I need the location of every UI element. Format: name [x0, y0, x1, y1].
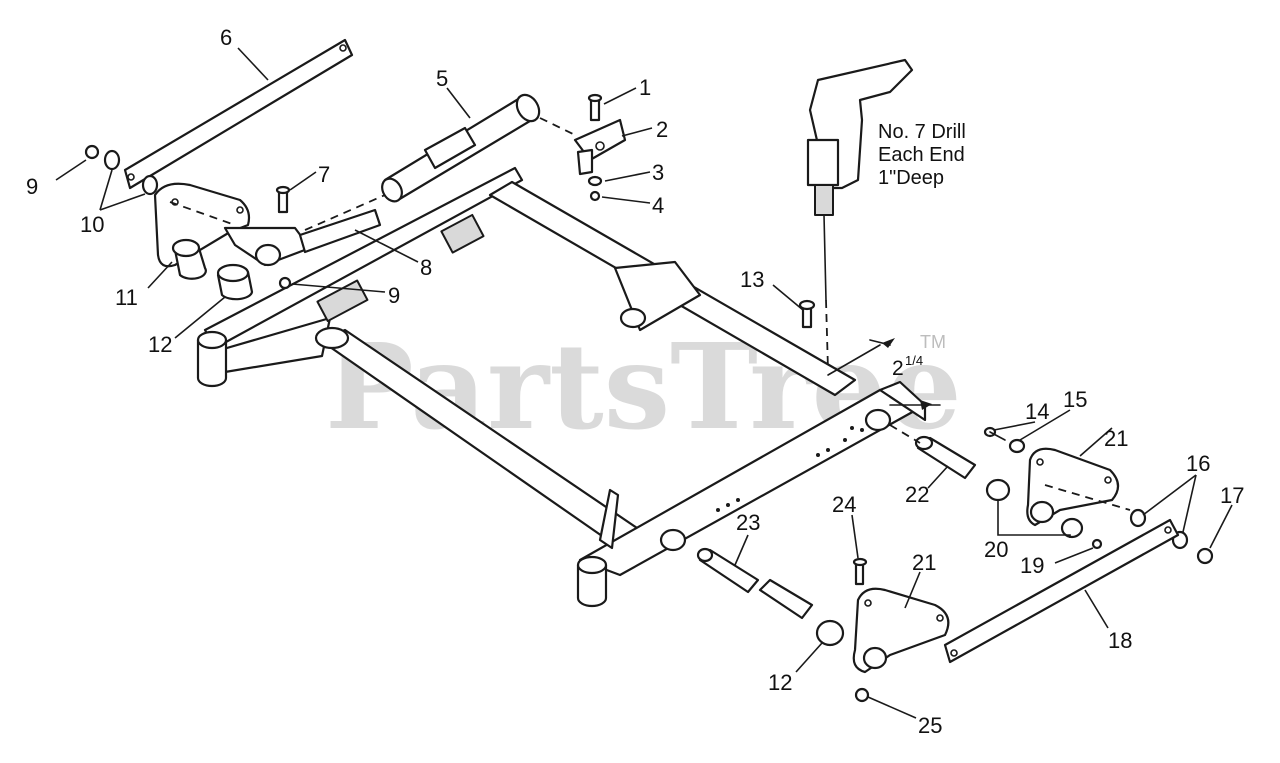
callout-2: 2 [656, 117, 668, 142]
part-20-bushing [985, 478, 1011, 502]
callout-18: 18 [1108, 628, 1132, 653]
callout-15: 15 [1063, 387, 1087, 412]
drill-note-line3: 1"Deep [878, 167, 944, 189]
callout-23: 23 [736, 510, 760, 535]
part-4-nut [589, 190, 601, 202]
callout-24: 24 [832, 492, 856, 517]
callout-5: 5 [436, 66, 448, 91]
callout-21-upper: 21 [1104, 426, 1128, 451]
drill-dash-line [825, 299, 829, 371]
callout-25: 25 [918, 713, 942, 738]
part-20-bushing-b [1060, 517, 1084, 539]
arm-extension [298, 208, 382, 254]
part-17-nut [1196, 547, 1214, 565]
callout-19: 19 [1020, 553, 1044, 578]
frame-front-post-top [196, 330, 228, 350]
drill-chuck [814, 184, 834, 216]
callout-20: 20 [984, 537, 1008, 562]
part-11-bracket-plate [153, 182, 251, 280]
part-21-plate-lower [852, 587, 950, 674]
callout-3: 3 [652, 160, 664, 185]
part-6-flat-bar [123, 38, 354, 190]
part-10-washer-b [141, 174, 159, 196]
watermark-trademark: TM [920, 332, 946, 352]
callout-21-lower: 21 [912, 550, 936, 575]
callout-17: 17 [1220, 483, 1244, 508]
drill-note-line1: No. 7 Drill [878, 121, 966, 143]
cylinder-dash-line [539, 117, 576, 136]
bracket-plate-body [153, 182, 251, 268]
callout-22: 22 [905, 482, 929, 507]
callout-12-lower: 12 [768, 670, 792, 695]
callout-8: 8 [420, 255, 432, 280]
leader-lines [55, 47, 1233, 719]
part-10-washer-a [103, 149, 121, 171]
callout-6: 6 [220, 25, 232, 50]
callout-9-upper: 9 [26, 174, 38, 199]
callout-10: 10 [80, 212, 104, 237]
frame-lower-tube-end [314, 326, 350, 350]
callout-labels: 6 5 1 2 3 4 7 8 9 9 10 11 12 13 14 15 21… [26, 25, 1244, 738]
frame-front-post [196, 338, 228, 388]
arm-dash-line [304, 194, 386, 231]
frame-hinge-bracket-upper [440, 213, 485, 254]
callout-16: 16 [1186, 451, 1210, 476]
frame-hole-pattern [716, 426, 864, 512]
part-3-washer [587, 175, 603, 187]
frame-right-bar-hole [864, 408, 892, 432]
frame-pivot-hole [659, 528, 687, 552]
part-8-arm [223, 208, 382, 267]
part-25-nut [854, 687, 870, 703]
part-9-nut-upper [84, 144, 100, 160]
callout-7: 7 [318, 162, 330, 187]
drill-illustration: No. 7 Drill Each End 1"Deep [806, 58, 966, 371]
callout-4: 4 [652, 193, 664, 218]
callout-13: 13 [740, 267, 764, 292]
part-21-plate-upper [1026, 447, 1120, 527]
dimension-marker: 2 1/4 [827, 338, 941, 410]
drill-bit [823, 214, 827, 301]
frame-spike [598, 488, 620, 550]
part-2-clevis [573, 118, 627, 176]
part-5-cylinder [381, 93, 541, 203]
callout-11: 11 [115, 285, 138, 310]
part-16-washer-a [1129, 508, 1147, 528]
bracket-dash-line [169, 201, 236, 226]
callout-14: 14 [1025, 399, 1049, 424]
main-frame [196, 166, 927, 608]
part-23-pin-b [758, 578, 814, 620]
callout-1: 1 [639, 75, 651, 100]
dimension-whole: 2 [892, 357, 904, 380]
callout-12-upper: 12 [148, 332, 172, 357]
drill-note-line2: Each End [878, 144, 965, 166]
frame-collar-hole [619, 307, 647, 329]
part-9-nut-lower [278, 276, 292, 290]
part-15-spacer [1008, 438, 1026, 454]
frame-rear-post-top [576, 555, 608, 575]
callout-9-lower: 9 [388, 283, 400, 308]
part-19-nut [1091, 538, 1103, 550]
frame-rear-post [576, 563, 608, 608]
cylinder-collar [423, 126, 477, 170]
part-12-bushing-lower [815, 619, 845, 647]
part-18-flat-bar [943, 518, 1180, 664]
drill-chuck-housing [806, 138, 840, 187]
dimension-fraction: 1/4 [905, 353, 923, 368]
